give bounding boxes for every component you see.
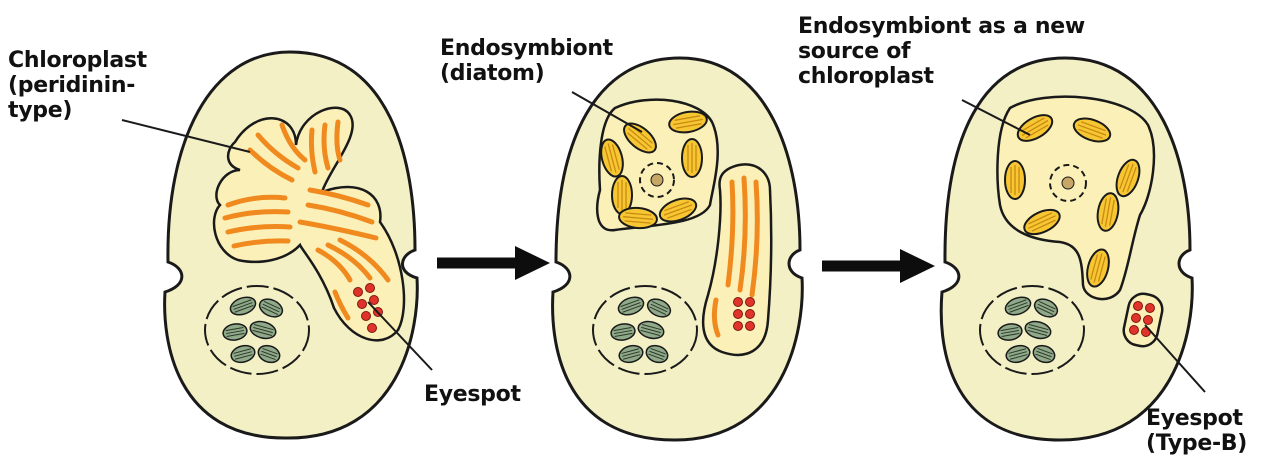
label-eyespot-1: Eyespot xyxy=(424,382,521,407)
label-new-source: Endosymbiont as a new source of chloropl… xyxy=(798,14,1085,89)
label-eyespot-2-line-2: (Type-B) xyxy=(1146,431,1247,456)
label-new-source-line-2: source of xyxy=(798,39,1085,64)
label-endosymbiont-line-2: (diatom) xyxy=(440,61,613,86)
arrow-2 xyxy=(822,249,935,283)
label-eyespot-2-line-1: Eyespot xyxy=(1146,406,1247,431)
label-chloroplast: Chloroplast (peridinin- type) xyxy=(8,48,147,123)
label-chloroplast-line-1: Chloroplast xyxy=(8,48,147,73)
label-endosymbiont: Endosymbiont (diatom) xyxy=(440,36,613,86)
label-new-source-line-1: Endosymbiont as a new xyxy=(798,14,1085,39)
arrow-1 xyxy=(437,246,550,280)
label-eyespot-1-line-1: Eyespot xyxy=(424,382,521,407)
label-eyespot-2: Eyespot (Type-B) xyxy=(1146,406,1247,456)
cell-3 xyxy=(941,58,1192,440)
label-endosymbiont-line-1: Endosymbiont xyxy=(440,36,613,61)
cell-1 xyxy=(165,52,418,438)
label-chloroplast-line-2: (peridinin- xyxy=(8,73,147,98)
cell-2 xyxy=(553,58,803,440)
label-new-source-line-3: chloroplast xyxy=(798,64,1085,89)
label-chloroplast-line-3: type) xyxy=(8,98,147,123)
